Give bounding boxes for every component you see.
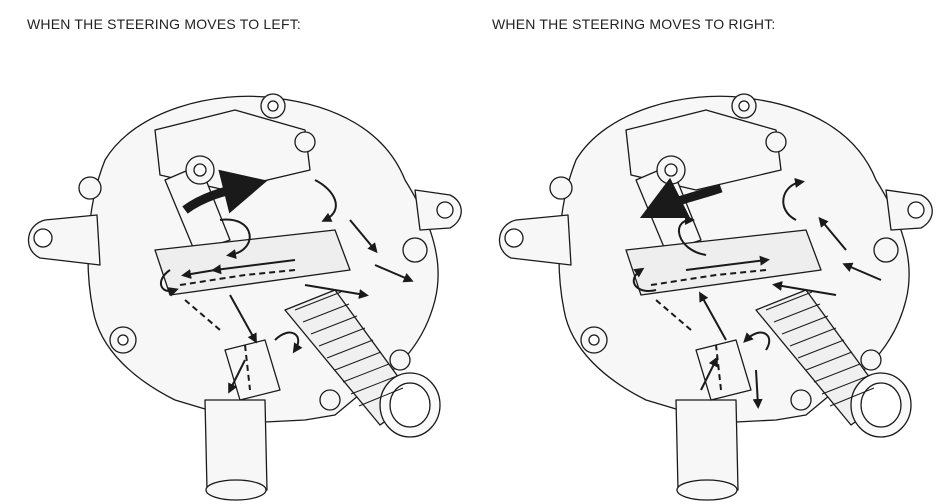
fluid-flow-paths	[632, 177, 882, 409]
caption-steering-right: WHEN THE STEERING MOVES TO RIGHT:	[492, 16, 776, 32]
mount-hole-right	[907, 201, 925, 219]
spool-body	[154, 229, 351, 296]
rotation-arrow-counter-clockwise	[639, 177, 723, 219]
mount-hole-left	[33, 228, 53, 248]
return-flow-paths	[650, 269, 767, 391]
spring-coils	[765, 291, 875, 407]
bottom-port	[675, 399, 739, 491]
screw-right-2	[860, 349, 882, 371]
spring-coils	[294, 291, 404, 407]
mounting-ear-left	[27, 214, 101, 266]
screw-left-1	[78, 176, 102, 200]
screw-right-2	[389, 349, 411, 371]
mounting-ear-left	[498, 214, 572, 266]
lower-fitting	[695, 339, 752, 401]
mount-hole-left	[504, 228, 524, 248]
screw-right-1	[402, 237, 428, 263]
top-bolt-2	[765, 131, 787, 153]
rotation-arrow-clockwise	[182, 169, 268, 214]
fitting-bolt	[790, 389, 812, 411]
fitting-bolt	[319, 389, 341, 411]
top-bolt-2	[294, 131, 316, 153]
caption-steering-left: WHEN THE STEERING MOVES TO LEFT:	[27, 16, 301, 32]
return-flow-paths	[179, 269, 296, 391]
screw-left-1	[549, 176, 573, 200]
bottom-port	[204, 399, 268, 491]
mount-hole-right	[436, 201, 454, 219]
screw-right-1	[873, 237, 899, 263]
fluid-flow-paths	[160, 179, 414, 394]
spool-body	[625, 229, 822, 296]
diagram-steering-right	[476, 70, 946, 504]
diagram-steering-left	[5, 70, 475, 504]
